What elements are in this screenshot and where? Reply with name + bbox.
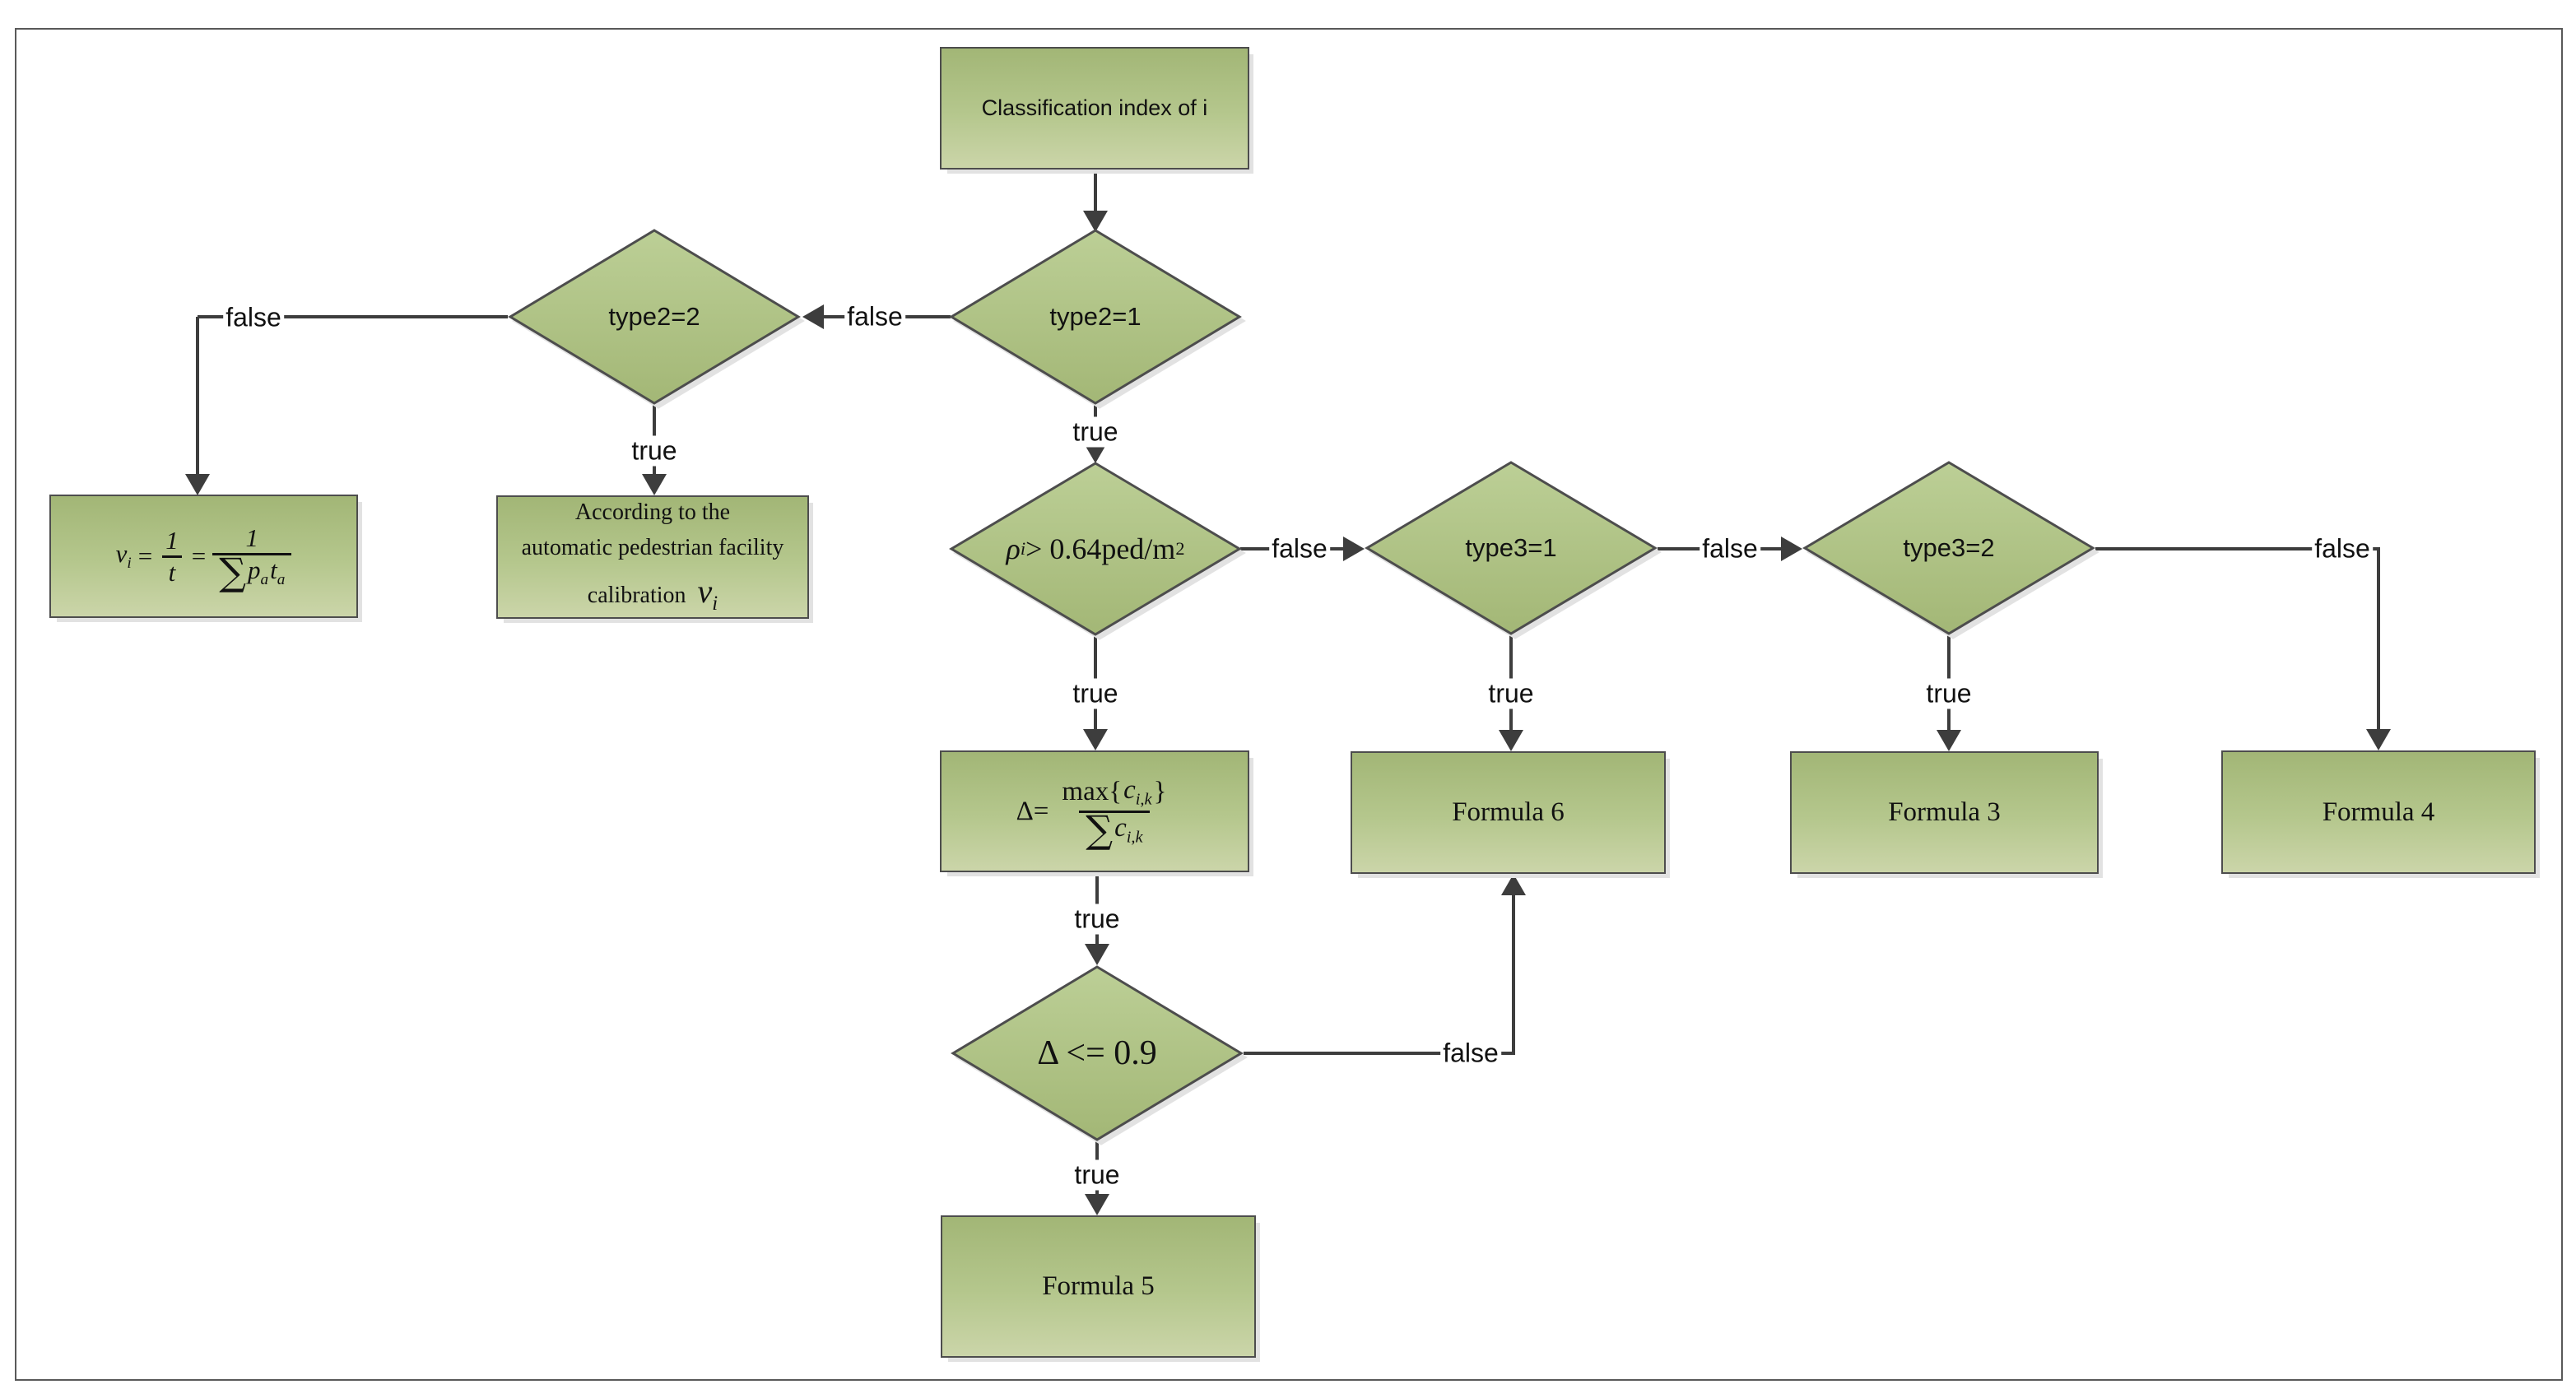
edge-type32-f3-arrowhead: [1937, 730, 1961, 751]
formula4-label: Formula 4: [2322, 797, 2435, 827]
according-text: According to the automatic pedestrian fa…: [521, 499, 784, 615]
edge-type22-vi-arrowhead: [185, 474, 210, 495]
edge-delta-f5-arrowhead: [1085, 1194, 1109, 1215]
edge-label-false-delta: false: [1440, 1038, 1501, 1069]
edge-label-false-t21-t22: false: [844, 301, 905, 332]
diamond-shape: [1802, 461, 2095, 635]
formula6-label: Formula 6: [1452, 797, 1565, 827]
edge-label-true-t21: true: [1070, 416, 1121, 448]
formula3-label: Formula 3: [1888, 797, 2001, 827]
delta-formula: Δ= max{ci,k} ∑ci,k: [1016, 775, 1167, 852]
edge-type22-vi-vline: [196, 317, 199, 474]
diamond-shape: [1365, 461, 1658, 635]
edge-type31-f6-arrowhead: [1499, 730, 1523, 751]
edge-label-true-t32: true: [1923, 678, 1974, 709]
edge-delta-f6-hline: [1244, 1052, 1515, 1055]
type2eq2-label: type2=2: [608, 302, 700, 331]
edge-label-true-t31: true: [1486, 678, 1537, 709]
edge-rho-type31-arrowhead: [1343, 537, 1365, 561]
delta-condition-label: Δ <= 0.9: [1037, 1034, 1157, 1072]
node-formula-3: Formula 3: [1790, 751, 2099, 874]
node-according-calibration: According to the automatic pedestrian fa…: [496, 495, 809, 619]
diamond-shape: [949, 229, 1242, 405]
node-type3eq1-decision: type3=1: [1365, 461, 1658, 635]
sigma-symbol: ∑: [1086, 806, 1114, 852]
edge-label-false-rho-t31: false: [1269, 533, 1330, 564]
node-classification-index: Classification index of i: [940, 47, 1249, 170]
edge-delta-f6-vline: [1512, 894, 1515, 1055]
node-type3eq2-decision: type3=2: [1802, 461, 2095, 635]
type2eq1-label: type2=1: [1049, 302, 1142, 331]
edge-class-type21-arrowhead: [1083, 211, 1108, 232]
edge-label-true-deltabox: true: [1072, 904, 1123, 935]
edge-class-type21-line: [1094, 170, 1097, 214]
edge-type21-type22-arrowhead: [802, 304, 824, 329]
vi-symbol: vi: [697, 572, 718, 615]
edge-label-false-t31-t32: false: [1700, 533, 1760, 564]
node-delta-formula: Δ= max{ci,k} ∑ci,k: [940, 750, 1249, 872]
edge-delta-f6-arrowhead: [1501, 874, 1526, 895]
node-formula-4: Formula 4: [2221, 750, 2536, 874]
sigma-symbol: ∑: [219, 549, 247, 594]
node-type2eq1-decision: type2=1: [949, 229, 1242, 405]
edge-type22-vi-hline: [198, 315, 508, 318]
edge-type22-according-arrowhead: [642, 474, 667, 495]
diamond-shape: [508, 229, 801, 405]
edge-deltabox-delta-arrowhead: [1085, 944, 1109, 965]
type3eq2-label: type3=2: [1903, 533, 1995, 562]
edge-type32-f4-hline: [2095, 547, 2380, 550]
node-formula-6: Formula 6: [1351, 751, 1666, 874]
formula5-label: Formula 5: [1042, 1271, 1155, 1301]
edge-label-true-delta: true: [1072, 1159, 1123, 1191]
node-formula-5: Formula 5: [941, 1215, 1256, 1358]
node-delta-decision: Δ <= 0.9: [951, 965, 1244, 1141]
edge-type31-type32-arrowhead: [1781, 537, 1802, 561]
edge-type32-f4-arrowhead: [2366, 729, 2391, 750]
edge-type32-f4-vline: [2377, 547, 2380, 729]
edge-label-true-rho: true: [1070, 678, 1121, 709]
diamond-shape: [951, 965, 1244, 1141]
node-type2eq2-decision: type2=2: [508, 229, 801, 405]
classification-label: Classification index of i: [981, 95, 1208, 120]
diagram-frame: [15, 28, 2563, 1381]
diamond-shape: [949, 462, 1242, 636]
edge-label-false-t32: false: [2312, 533, 2373, 564]
edge-rho-deltabox-arrowhead: [1083, 729, 1108, 750]
type3eq1-label: type3=1: [1465, 533, 1557, 562]
edge-label-false-to-vi: false: [223, 302, 284, 333]
edge-label-true-t22: true: [629, 435, 680, 467]
